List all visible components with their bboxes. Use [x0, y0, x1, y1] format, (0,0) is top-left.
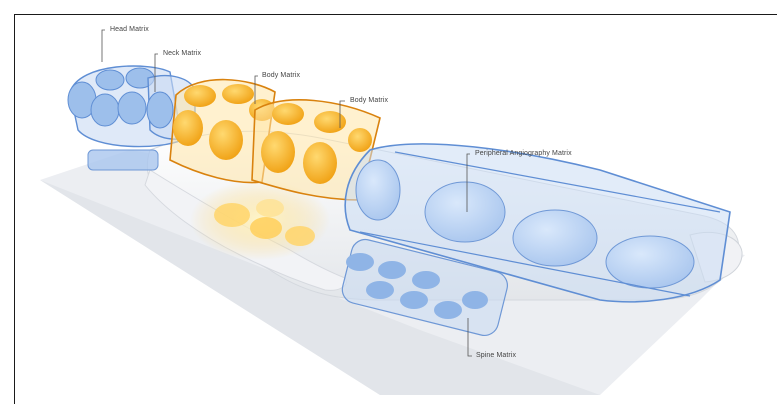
label-spine-matrix: Spine Matrix	[476, 352, 516, 359]
label-peripheral-angiography-matrix: Peripheral Angiography Matrix	[475, 150, 572, 157]
label-body-matrix-1: Body Matrix	[262, 72, 300, 79]
label-head-matrix: Head Matrix	[110, 26, 149, 33]
label-body-matrix-2: Body Matrix	[350, 97, 388, 104]
label-neck-matrix: Neck Matrix	[163, 50, 201, 57]
